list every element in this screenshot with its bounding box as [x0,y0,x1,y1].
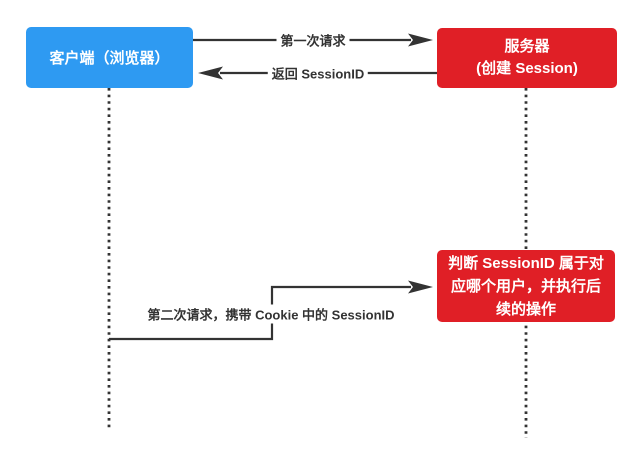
client-node-label: 客户端（浏览器） [49,50,170,67]
process-node-label-line1: 判断 SessionID 属于对 [448,254,604,272]
second-request-label: 第二次请求，携带 Cookie 中的 SessionID [143,304,399,324]
process-node-label-line3: 续的操作 [495,300,556,318]
client-node: 客户端（浏览器） [26,27,193,88]
server-node-label-line2: (创建 Session) [476,60,578,77]
return-session-label: 返回 SessionID [267,63,369,83]
first-request-arrowhead [408,33,433,47]
server-node-label-line1: 服务器 [504,38,550,55]
server-node: 服务器 (创建 Session) [437,28,617,88]
second-request-arrowhead [408,280,433,294]
first-request-label: 第一次请求 [276,30,350,50]
return-session-arrowhead [198,66,223,80]
process-node: 判断 SessionID 属于对 应哪个用户，并执行后 续的操作 [437,250,615,322]
process-node-label-line2: 应哪个用户，并执行后 [450,277,601,295]
